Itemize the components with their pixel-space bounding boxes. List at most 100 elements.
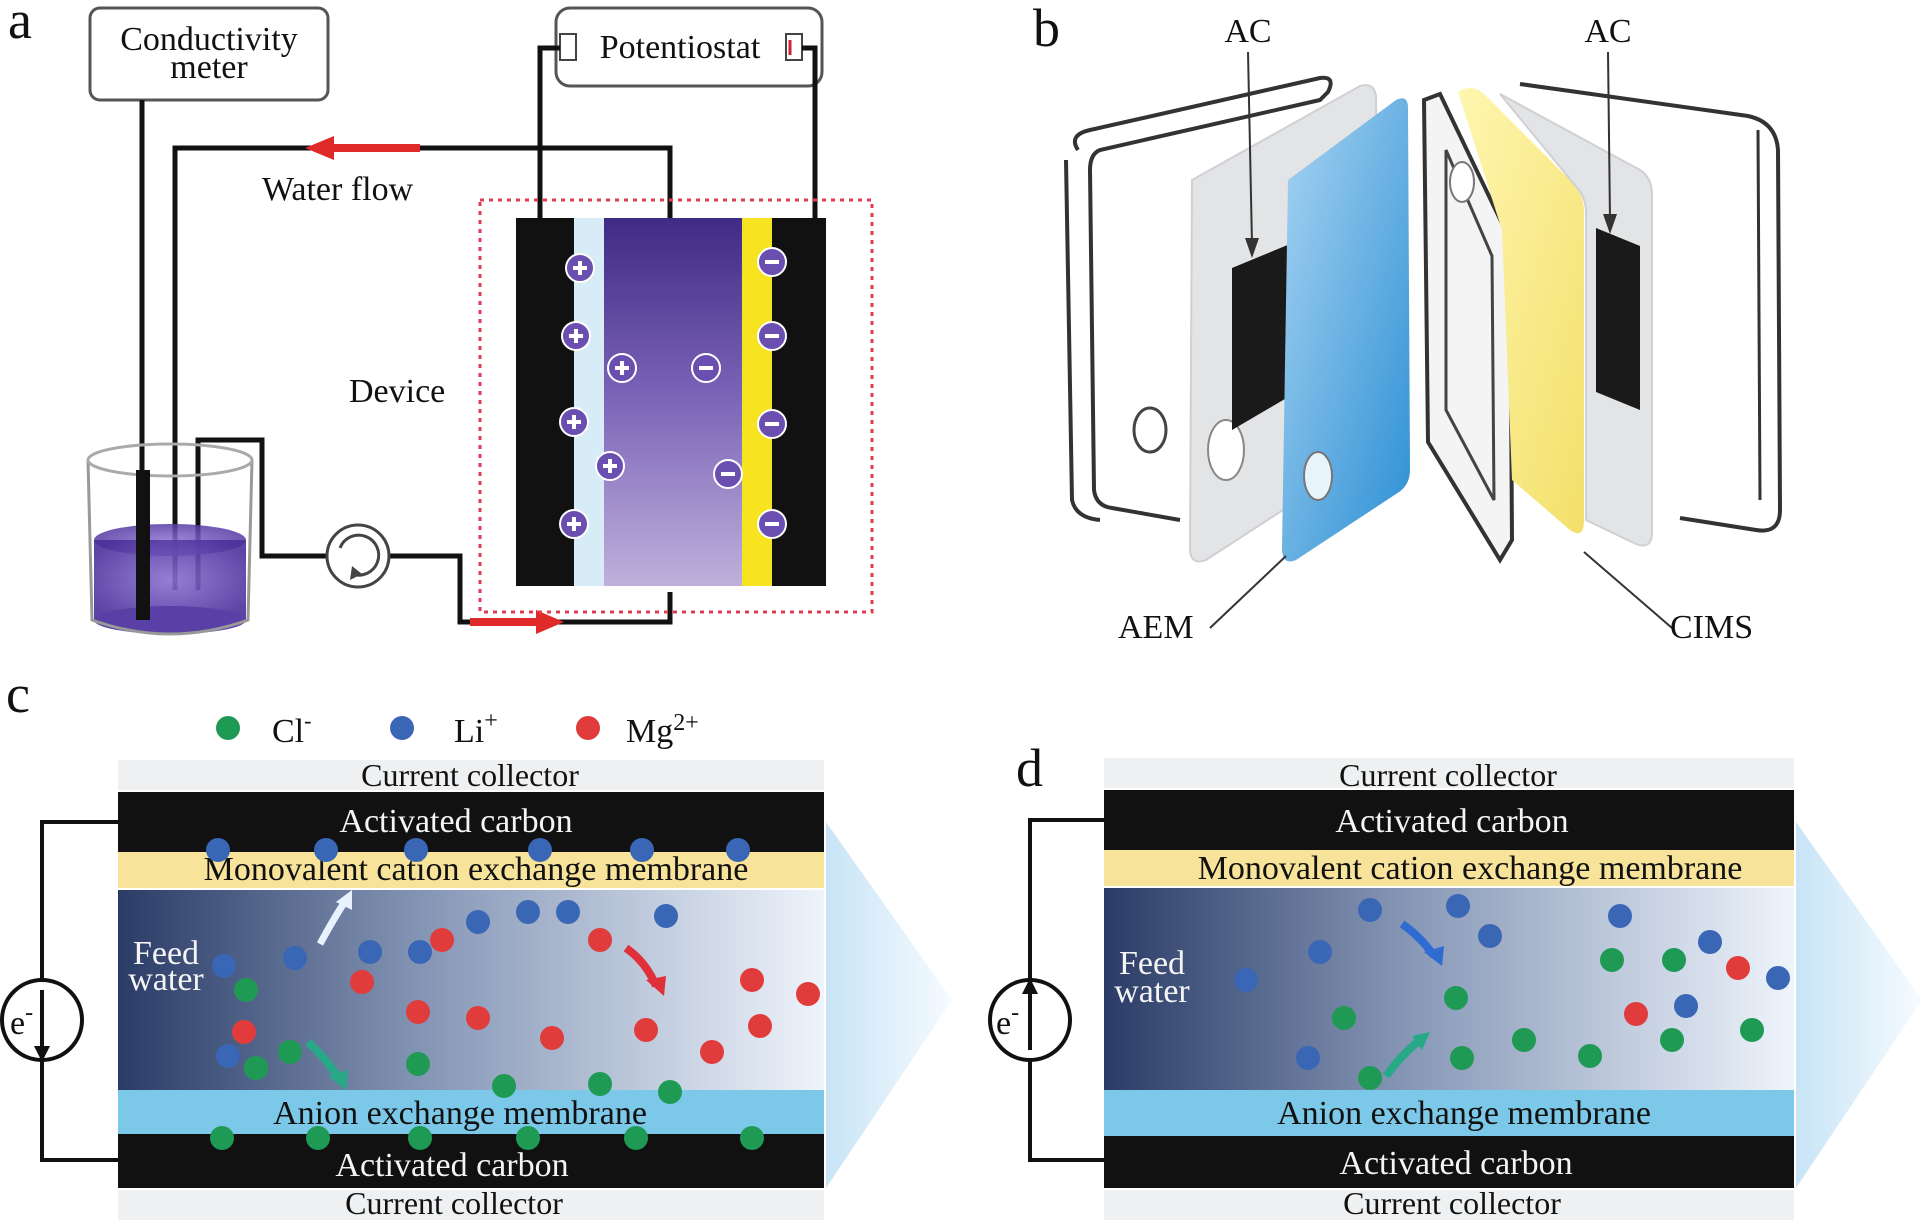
- c-current-collector-bottom: [118, 1190, 824, 1220]
- potentiostat-terminal-right: [785, 33, 803, 61]
- d-anion-membrane-label: Anion exchange membrane: [1277, 1095, 1651, 1132]
- aem-label: AEM: [1118, 609, 1194, 646]
- d-ion-cl-13: [1332, 1006, 1356, 1030]
- c-ion-mg-17: [588, 928, 612, 952]
- device-anion-4: [691, 353, 721, 383]
- d-electron-label: e-: [996, 1000, 1019, 1042]
- c-feed-label-1: Feed: [133, 935, 199, 972]
- d-ion-li-9: [1674, 994, 1698, 1018]
- c-ion-cl-35: [306, 1126, 330, 1150]
- c-electron-label: e-: [10, 1000, 33, 1042]
- legend-cl-marker: [216, 716, 240, 740]
- c-ion-mg-15: [430, 928, 454, 952]
- c-ion-mg-20: [634, 1018, 658, 1042]
- panel-d: d Current collector Activated carbon Mon…: [988, 738, 1922, 1221]
- d-ion-li-7: [1308, 940, 1332, 964]
- device-cation-4: [595, 451, 625, 481]
- d-feed-label-2: water: [1114, 973, 1190, 1010]
- left-end-plate: [1073, 75, 1333, 522]
- device-anion-3: [757, 509, 787, 539]
- c-cation-membrane: [118, 852, 824, 888]
- ac-left-label: AC: [1224, 13, 1271, 50]
- d-ion-cl-12: [1444, 986, 1468, 1010]
- c-ion-mg-22: [700, 1040, 724, 1064]
- device-cation-0: [565, 253, 595, 283]
- c-current-collector-top: [118, 760, 824, 790]
- c-ion-li-5: [726, 838, 750, 862]
- d-ion-li-8: [1296, 1046, 1320, 1070]
- right-end-plate: [1519, 82, 1783, 533]
- legend-cl-label: Cl-: [272, 708, 311, 750]
- c-ion-mg-18: [406, 1000, 430, 1024]
- cims-label: CIMS: [1670, 609, 1753, 646]
- conductivity-meter-label-1: Conductivity: [120, 21, 298, 58]
- d-current-collector-top: [1104, 758, 1794, 788]
- c-ion-li-6: [283, 946, 307, 970]
- panel-d-letter: d: [1016, 738, 1043, 798]
- c-ion-cl-33: [658, 1080, 682, 1104]
- c-ion-mg-24: [796, 982, 820, 1006]
- c-ion-li-1: [314, 838, 338, 862]
- c-current-collector-top-label: Current collector: [361, 757, 579, 793]
- d-ion-cl-19: [1660, 1028, 1684, 1052]
- c-ion-li-4: [630, 838, 654, 862]
- d-cation-membrane: [1104, 850, 1794, 886]
- d-current-collector-bottom-label: Current collector: [1343, 1185, 1561, 1221]
- d-cation-membrane-label: Monovalent cation exchange membrane: [1198, 850, 1743, 887]
- d-ion-mg-11: [1624, 1002, 1648, 1026]
- c-ion-cl-30: [406, 1052, 430, 1076]
- c-ion-li-10: [516, 900, 540, 924]
- c-ion-li-8: [408, 940, 432, 964]
- c-ion-li-12: [654, 904, 678, 928]
- ion-legend: Cl- Li+ Mg2+: [216, 708, 699, 750]
- c-current-collector-bottom-label: Current collector: [345, 1185, 563, 1221]
- d-flow-chevron: [1796, 822, 1922, 1188]
- c-ion-mg-26: [232, 1020, 256, 1044]
- water-flow-arrow-top: [305, 136, 420, 160]
- device-boundary: [478, 198, 874, 614]
- potentiostat-terminal-left: [559, 33, 577, 61]
- c-activated-carbon-bottom: [118, 1134, 824, 1188]
- c-ion-cl-29: [278, 1040, 302, 1064]
- right-gray-plate: [1499, 93, 1653, 547]
- c-ion-mg-21: [540, 1026, 564, 1050]
- legend-mg-marker: [576, 716, 600, 740]
- water-flow-arrow-bottom: [470, 610, 564, 634]
- c-ion-li-0: [206, 838, 230, 862]
- d-ions: [1234, 894, 1790, 1090]
- panel-a-wiring: [139, 45, 818, 625]
- c-ions: [206, 838, 820, 1150]
- ac-right-label: AC: [1584, 13, 1631, 50]
- device-cation-2: [559, 407, 589, 437]
- d-current-collector-top-label: Current collector: [1339, 757, 1557, 793]
- c-ion-li-7: [358, 940, 382, 964]
- legend-li-marker: [390, 716, 414, 740]
- legend-li-label: Li+: [454, 708, 498, 750]
- d-ion-mg-10: [1726, 956, 1750, 980]
- c-ion-cl-28: [244, 1056, 268, 1080]
- c-ion-cl-34: [210, 1126, 234, 1150]
- d-ion-li-0: [1358, 898, 1382, 922]
- panel-b-letter: b: [1033, 0, 1060, 58]
- d-current-collector-bottom: [1104, 1190, 1794, 1220]
- c-ion-cl-38: [624, 1126, 648, 1150]
- panel-b: b AC AC AEM CIMS: [1033, 0, 1783, 646]
- c-ion-li-13: [212, 954, 236, 978]
- c-anion-membrane-label: Anion exchange membrane: [273, 1095, 647, 1132]
- device-ions: [559, 247, 787, 539]
- device-label: Device: [349, 373, 445, 410]
- c-anion-membrane: [118, 1090, 824, 1134]
- c-ion-cl-37: [516, 1126, 540, 1150]
- c-cation-membrane-label: Monovalent cation exchange membrane: [204, 851, 749, 888]
- d-ion-cl-16: [1578, 1044, 1602, 1068]
- c-ion-li-9: [466, 910, 490, 934]
- right-ac-electrode: [1596, 228, 1640, 410]
- device-electrolyte: [604, 218, 742, 586]
- pump: [325, 523, 391, 589]
- d-ion-cl-21: [1358, 1066, 1382, 1090]
- device-cation-3: [559, 509, 589, 539]
- device-anion-5: [713, 459, 743, 489]
- d-ion-li-2: [1478, 924, 1502, 948]
